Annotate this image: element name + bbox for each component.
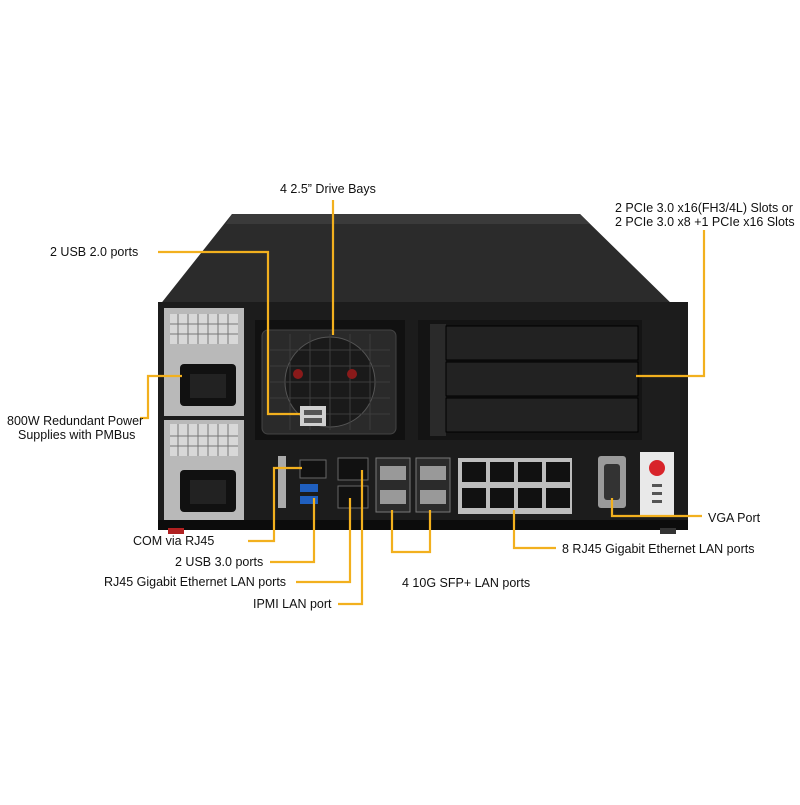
psu-label-line1: 800W Redundant Power	[7, 414, 144, 428]
psu-label-line2: Supplies with PMBus	[18, 428, 136, 442]
com-line	[248, 466, 302, 543]
power-supply-1	[164, 308, 244, 416]
sfp-line	[390, 510, 432, 554]
ipmi-line	[338, 470, 364, 606]
sfp-label: 4 10G SFP+ LAN ports	[402, 576, 531, 590]
rj45-8-port-block	[458, 458, 572, 514]
sfp-cages	[375, 457, 451, 513]
usb2-line	[158, 250, 300, 416]
ipmi-label: IPMI LAN port	[253, 597, 332, 611]
pcie-line	[636, 230, 706, 378]
rj45-ipmi-block	[337, 457, 369, 509]
usb3-label: 2 USB 3.0 ports	[175, 555, 264, 569]
chassis-top	[159, 214, 678, 310]
callout-lines	[140, 200, 706, 606]
rj45-lan-line	[296, 498, 352, 584]
fan-grille	[255, 320, 405, 440]
front-control-panel	[640, 452, 674, 516]
pcie-label-line1: 2 PCIe 3.0 x16(FH3/4L) Slots or	[615, 201, 793, 215]
pcie-slots	[418, 320, 680, 440]
usb3-line	[270, 498, 316, 564]
psu-line	[140, 374, 182, 420]
rj45-8-label: 8 RJ45 Gigabit Ethernet LAN ports	[562, 542, 755, 556]
usb2-label: 2 USB 2.0 ports	[50, 245, 139, 259]
vga-port	[598, 456, 626, 508]
com-label: COM via RJ45	[133, 534, 215, 548]
usb2-ports	[300, 406, 326, 426]
rj45-lan-label: RJ45 Gigabit Ethernet LAN ports	[104, 575, 287, 589]
rj45-8-line	[512, 510, 556, 550]
pcie-label-line2: 2 PCIe 3.0 x8 +1 PCIe x16 Slots	[615, 215, 795, 229]
power-supply-2	[164, 420, 244, 520]
drive-bays-label: 4 2.5” Drive Bays	[280, 182, 376, 196]
vga-label: VGA Port	[708, 511, 761, 525]
vga-line	[610, 498, 702, 518]
